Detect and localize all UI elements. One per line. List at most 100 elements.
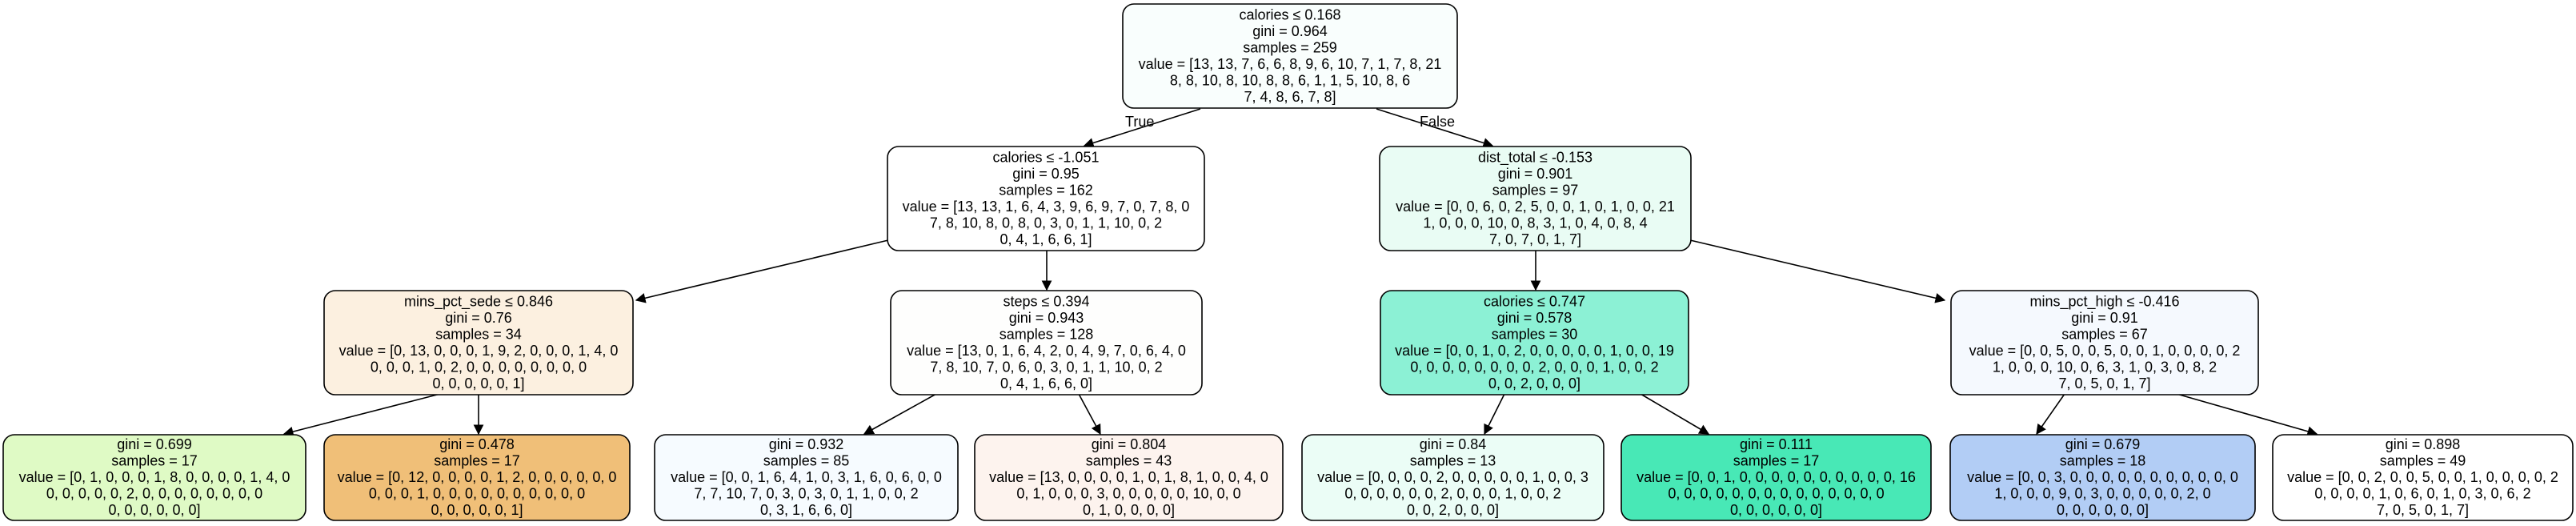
node-text-line: samples = 85 [763, 453, 850, 469]
edge-n3-n7 [282, 393, 441, 437]
node-box [654, 434, 959, 521]
node-text-line: value = [0, 0, 1, 0, 0, 0, 0, 0, 0, 0, 0… [1637, 469, 1916, 485]
node-text-line: value = [0, 1, 0, 0, 0, 1, 8, 0, 0, 0, 0… [19, 469, 290, 485]
node-text-line: 0, 0, 0, 0, 0, 0] [2057, 502, 2149, 518]
edge-label-true: True [1125, 114, 1154, 130]
node-text-line: 7, 0, 5, 0, 1, 7] [2377, 502, 2469, 518]
edge-n4-n10 [1078, 393, 1101, 436]
node-text-line: value = [0, 13, 0, 0, 0, 1, 9, 2, 0, 0, … [339, 343, 619, 359]
node-text-line: samples = 259 [1243, 39, 1337, 55]
node-text-line: gini = 0.898 [2386, 436, 2461, 452]
node-text-line: 0, 1, 0, 0, 0, 3, 0, 0, 0, 0, 0, 10, 0, … [1016, 486, 1240, 502]
node-text-line: 0, 1, 0, 0, 0, 0] [1083, 502, 1175, 518]
node-box [323, 290, 634, 396]
node-text-line: 7, 0, 5, 0, 1, 7] [2058, 375, 2150, 391]
node-text-line: value = [13, 13, 1, 6, 4, 3, 9, 6, 9, 7,… [903, 199, 1190, 215]
node-text-line: samples = 97 [1492, 182, 1579, 198]
node-text-line: value = [0, 0, 1, 6, 4, 1, 0, 3, 1, 6, 0… [671, 469, 942, 485]
node-box [1950, 290, 2259, 396]
node-text-line: steps ≤ 0.394 [1004, 293, 1090, 309]
node-text-line: value = [0, 0, 6, 0, 2, 5, 0, 0, 1, 0, 1… [1396, 199, 1675, 215]
node-text-line: gini = 0.91 [2071, 310, 2138, 326]
node-text-line: value = [13, 0, 1, 6, 4, 2, 0, 4, 9, 7, … [907, 343, 1186, 359]
node-text-line: samples = 43 [1086, 453, 1172, 469]
node-box [1122, 3, 1458, 109]
node-text-line: gini = 0.699 [117, 436, 192, 452]
node-box [1301, 434, 1604, 521]
node-text-line: gini = 0.901 [1498, 166, 1573, 182]
node-text-line: 7, 8, 10, 7, 0, 6, 0, 3, 0, 1, 1, 10, 0,… [930, 359, 1162, 375]
node-text-line: samples = 13 [1410, 453, 1496, 469]
edge-n5-n11 [1484, 393, 1505, 436]
node-box [1380, 290, 1689, 396]
node-box [2, 434, 306, 521]
edge-n6-n14 [2176, 393, 2318, 436]
node-text-line: 0, 0, 0, 0, 0, 0, 0, 0, 2, 0, 0, 0, 1, 0… [1410, 359, 1658, 375]
node-text-line: samples = 49 [2380, 453, 2466, 469]
node-text-line: samples = 17 [1733, 453, 1820, 469]
node-box [974, 434, 1284, 521]
node-text-line: value = [0, 0, 2, 0, 0, 5, 0, 0, 1, 0, 0… [2287, 469, 2558, 485]
node-text-line: value = [0, 0, 0, 0, 2, 0, 0, 0, 0, 0, 1… [1317, 469, 1588, 485]
node-text-line: 0, 4, 1, 6, 6, 1] [1000, 231, 1092, 247]
node-text-line: 0, 0, 0, 0, 0, 0] [108, 502, 200, 518]
node-text-line: 0, 0, 2, 0, 0, 0] [1488, 375, 1580, 391]
node-text-line: 0, 0, 0, 0, 0, 0, 2, 0, 0, 0, 1, 0, 0, 2 [1344, 486, 1560, 502]
node-text-line: 0, 0, 0, 0, 0, 0] [1730, 502, 1822, 518]
node-text-line: value = [13, 0, 0, 0, 0, 1, 0, 1, 8, 1, … [989, 469, 1268, 485]
node-text-line: 1, 0, 0, 0, 10, 0, 8, 3, 1, 0, 4, 0, 8, … [1423, 215, 1647, 231]
node-box [323, 434, 631, 521]
node-text-line: 7, 4, 8, 6, 7, 8] [1244, 89, 1336, 105]
node-text-line: gini = 0.111 [1740, 436, 1813, 452]
node-text-line: value = [0, 0, 3, 0, 0, 0, 0, 0, 0, 0, 0… [1967, 469, 2238, 485]
node-text-line: 0, 0, 0, 1, 0, 2, 0, 0, 0, 0, 0, 0, 0, 0 [371, 359, 587, 375]
node-text-line: gini = 0.964 [1252, 23, 1328, 39]
node-text-line: 8, 8, 10, 8, 10, 8, 8, 6, 1, 1, 5, 10, 8… [1170, 72, 1410, 88]
node-text-line: value = [0, 12, 0, 0, 0, 0, 1, 2, 0, 0, … [338, 469, 617, 485]
node-text-line: 7, 7, 10, 7, 0, 3, 0, 3, 0, 1, 1, 0, 0, … [694, 486, 918, 502]
node-text-line: 0, 3, 1, 6, 6, 0] [760, 502, 852, 518]
node-text-line: 1, 0, 0, 0, 10, 0, 6, 3, 1, 0, 3, 0, 8, … [1993, 359, 2217, 375]
node-text-line: samples = 30 [1492, 326, 1578, 342]
edge-n6-n13 [2036, 393, 2065, 436]
node-text-line: samples = 17 [434, 453, 520, 469]
node-text-line: value = [0, 0, 5, 0, 0, 5, 0, 0, 1, 0, 0… [1969, 343, 2241, 359]
node-text-line: dist_total ≤ -0.153 [1478, 149, 1592, 166]
node-text-line: mins_pct_high ≤ -0.416 [2030, 293, 2180, 310]
node-text-line: 1, 0, 0, 0, 9, 0, 3, 0, 0, 0, 0, 0, 2, 0 [1994, 486, 2210, 502]
node-text-line: 0, 0, 0, 0, 0, 2, 0, 0, 0, 0, 0, 0, 0, 0 [46, 486, 262, 502]
node-text-line: calories ≤ -1.051 [993, 149, 1100, 165]
node-text-line: 0, 0, 0, 0, 0, 1] [431, 502, 523, 518]
node-text-line: 0, 4, 1, 6, 6, 0] [1000, 375, 1092, 391]
tree-edges [282, 108, 2318, 437]
node-text-line: calories ≤ 0.747 [1484, 293, 1585, 309]
node-text-line: gini = 0.95 [1012, 166, 1080, 182]
node-text-line: 0, 0, 0, 0, 1, 0, 6, 0, 1, 0, 3, 0, 6, 2 [2314, 486, 2530, 502]
edge-n0-n1 [1083, 108, 1201, 148]
node-text-line: value = [13, 13, 7, 6, 6, 8, 9, 6, 10, 7… [1139, 56, 1442, 72]
edge-n5-n12 [1640, 393, 1710, 435]
node-text-line: 0, 0, 2, 0, 0, 0] [1407, 502, 1499, 518]
node-box [1621, 434, 1932, 521]
node-text-line: gini = 0.679 [2065, 436, 2141, 452]
node-text-line: gini = 0.76 [445, 310, 512, 326]
edge-n4-n9 [863, 393, 937, 435]
node-text-line: 7, 0, 7, 0, 1, 7] [1489, 231, 1581, 247]
node-text-line: calories ≤ 0.168 [1240, 6, 1341, 22]
edge-n0-n2 [1376, 108, 1494, 148]
